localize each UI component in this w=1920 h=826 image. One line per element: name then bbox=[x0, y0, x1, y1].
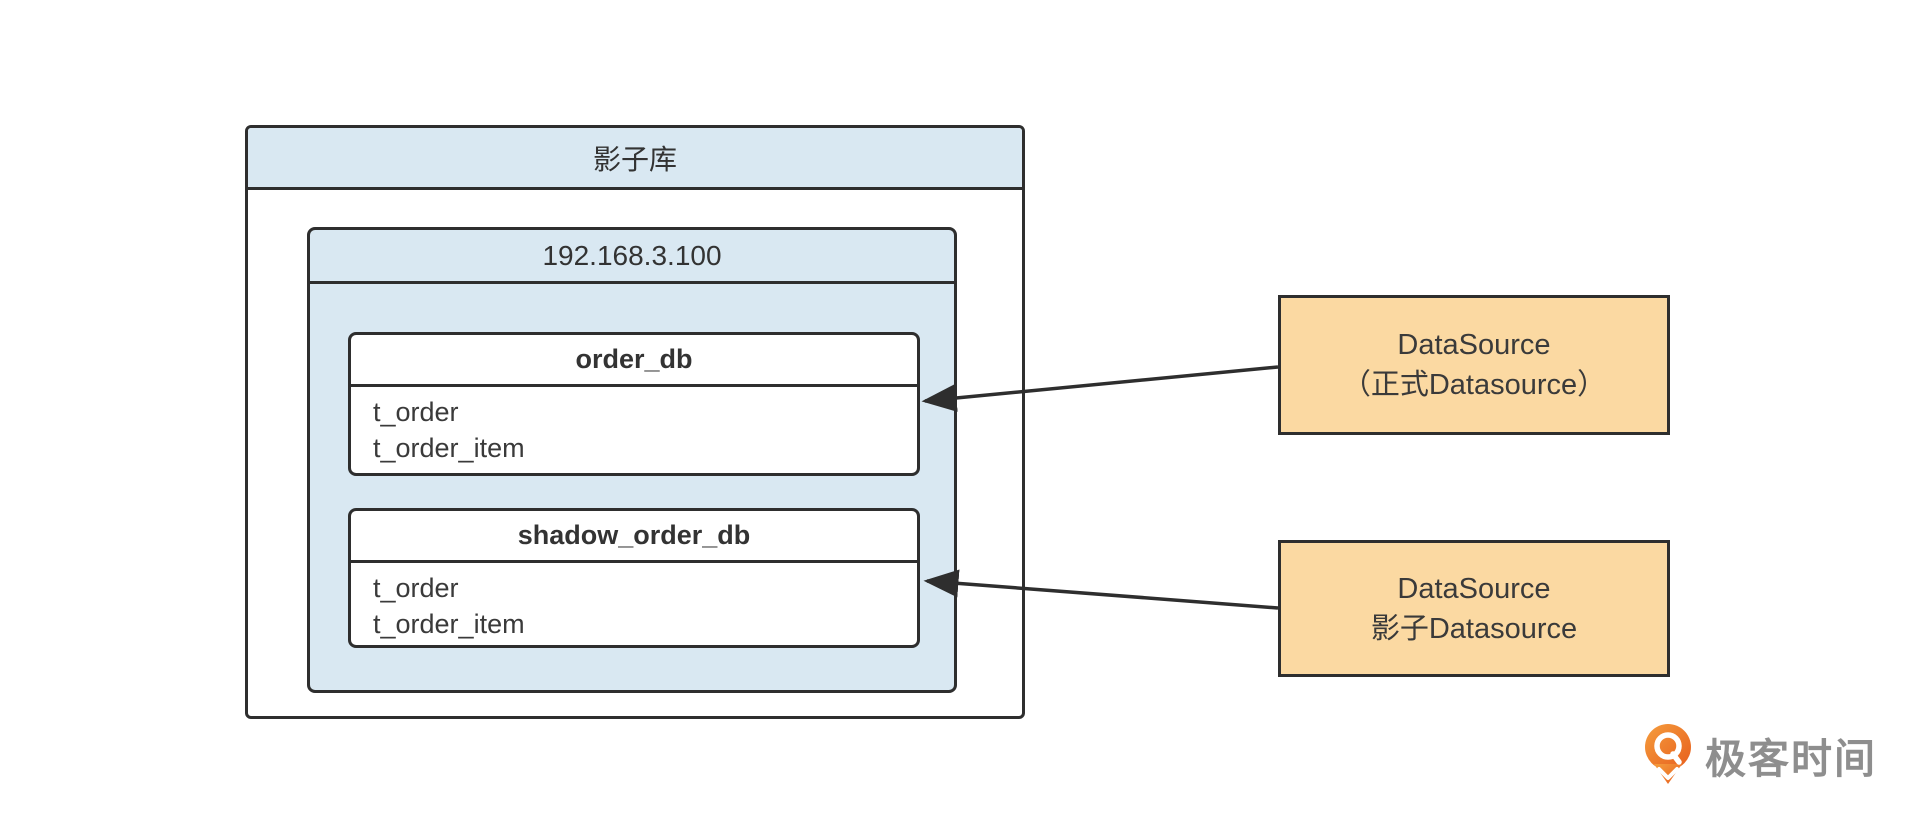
order-db-tables: t_order t_order_item bbox=[351, 387, 917, 466]
table-row: t_order_item bbox=[373, 609, 525, 639]
formal-datasource-box: DataSource （正式Datasource） bbox=[1278, 295, 1670, 435]
shadow-library-title: 影子库 bbox=[592, 143, 677, 175]
geektime-pin-icon bbox=[1645, 724, 1691, 784]
shadow-datasource-box: DataSource 影子Datasource bbox=[1278, 540, 1670, 677]
formal-datasource-line2: （正式Datasource） bbox=[1341, 369, 1607, 401]
shadow-datasource-line2: 影子Datasource bbox=[1370, 612, 1578, 645]
host-title: 192.168.3.100 bbox=[542, 239, 722, 271]
shadow-order-db-header: shadow_order_db bbox=[351, 511, 917, 563]
table-row: t_order bbox=[373, 397, 459, 427]
order-db-header: order_db bbox=[351, 335, 917, 387]
table-row: t_order bbox=[373, 573, 459, 603]
formal-datasource-line1: DataSource bbox=[1397, 329, 1551, 361]
shadow-order-db-tables: t_order t_order_item bbox=[351, 563, 917, 642]
shadow-order-db-name: shadow_order_db bbox=[517, 520, 751, 550]
host-header: 192.168.3.100 bbox=[310, 230, 954, 284]
order-db-name: order_db bbox=[575, 344, 693, 374]
brand-watermark: 极客时间 bbox=[1641, 722, 1877, 788]
shadow-datasource-line1: DataSource bbox=[1397, 572, 1551, 605]
order-db-box: order_db t_order t_order_item bbox=[348, 332, 920, 476]
brand-logo-text: 极客时间 bbox=[1705, 736, 1877, 782]
table-row: t_order_item bbox=[373, 433, 525, 463]
shadow-order-db-box: shadow_order_db t_order t_order_item bbox=[348, 508, 920, 648]
shadow-library-header: 影子库 bbox=[248, 128, 1022, 190]
